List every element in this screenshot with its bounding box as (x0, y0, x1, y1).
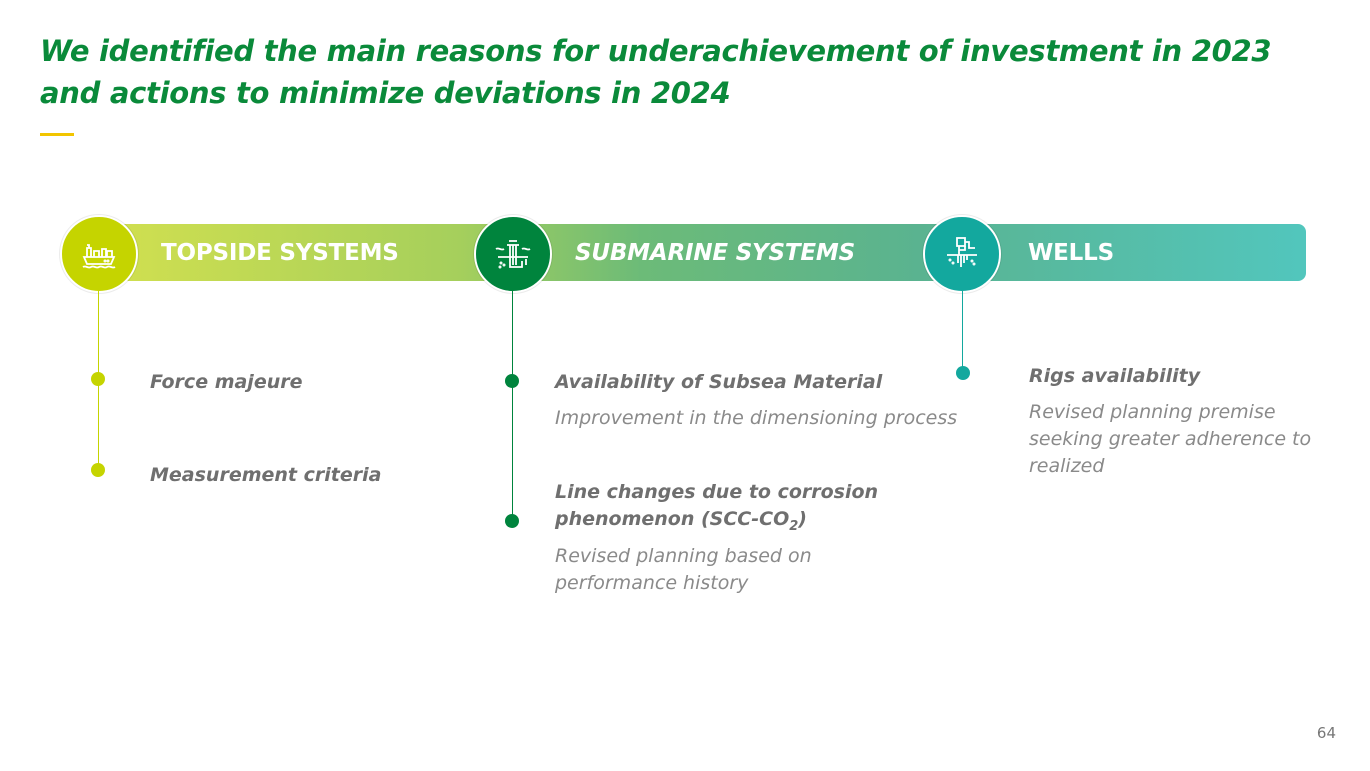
action-line: realized (1029, 455, 1105, 477)
timeline-dot (91, 372, 105, 386)
well-rig-icon (923, 215, 1001, 293)
action-line: seeking greater adherence to (1029, 428, 1312, 450)
timeline-dot (505, 374, 519, 388)
action-line: Revised planning based on (555, 545, 812, 567)
subsea-platform-icon (474, 215, 552, 293)
subscript: 2 (789, 518, 799, 534)
page-number: 64 (1316, 724, 1336, 742)
reason-subsea-material: Availability of Subsea Material (555, 371, 883, 393)
topside-systems-label: TOPSIDE SYSTEMS (161, 240, 399, 266)
title-line-1: We identified the main reasons for under… (40, 34, 1272, 68)
action-line: Revised planning premise (1029, 401, 1276, 423)
reason-line-changes: Line changes due to corrosion phenomenon… (555, 479, 878, 540)
reason-measurement-criteria: Measurement criteria (150, 464, 382, 486)
action-dimensioning: Improvement in the dimensioning process (555, 407, 958, 429)
reason-rigs-availability: Rigs availability (1029, 365, 1201, 387)
category-banner (98, 224, 1306, 281)
ship-platform-icon (60, 215, 138, 293)
reason-line-2: phenomenon (SCC-CO2) (555, 506, 878, 540)
timeline-dot (956, 366, 970, 380)
action-revised-planning: Revised planning based on performance hi… (555, 543, 812, 597)
reason-text-end: ) (798, 508, 807, 530)
action-revised-premise: Revised planning premise seeking greater… (1029, 399, 1311, 480)
timeline-dot (91, 463, 105, 477)
submarine-connector (512, 291, 513, 521)
wells-label: WELLS (1028, 240, 1114, 266)
timeline-dot (505, 514, 519, 528)
page-title: We identified the main reasons for under… (40, 30, 1272, 114)
title-accent-line (40, 133, 74, 136)
reason-line-1: Line changes due to corrosion (555, 481, 879, 503)
title-line-2: and actions to minimize deviations in 20… (40, 76, 731, 110)
submarine-systems-label: SUBMARINE SYSTEMS (575, 240, 855, 266)
reason-text: phenomenon (SCC-CO (555, 508, 790, 530)
action-line: performance history (555, 572, 749, 594)
reason-force-majeure: Force majeure (150, 371, 303, 393)
wells-connector (962, 291, 963, 371)
